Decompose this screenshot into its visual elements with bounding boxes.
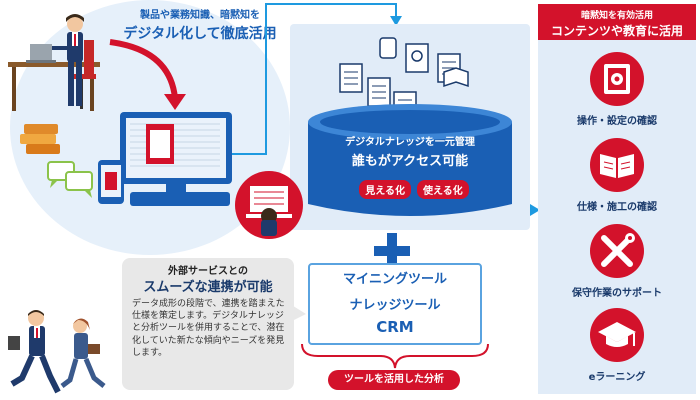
books-icon <box>20 124 60 154</box>
business-people-illustration <box>8 310 106 394</box>
plus-icon <box>374 233 410 269</box>
tools-box <box>308 263 482 345</box>
left-caption: 製品や業務知識、暗黙知を デジタル化して徹底活用 <box>80 6 320 43</box>
external-title-small: 外部サービスとの <box>168 266 248 277</box>
analysis-pill: ツールを活用した分析 <box>328 370 460 390</box>
external-title-large: スムーズな連携が可能 <box>143 280 273 295</box>
left-illustration <box>8 14 232 206</box>
usage-item-3: 保守作業のサポート <box>572 288 662 299</box>
db-pills: 見える化 使える化 <box>334 180 494 199</box>
tool-crm: CRM <box>376 318 414 336</box>
tools-icon <box>590 224 644 278</box>
tool-mining: マイニングツール <box>342 272 447 287</box>
tools-bracket <box>301 344 489 369</box>
curve-arrow <box>109 39 178 99</box>
caption-small: 製品や業務知識、暗黙知を <box>140 10 260 21</box>
graduation-cap-icon <box>590 308 644 362</box>
tool-knowledge: ナレッジツール <box>349 298 441 313</box>
usage-item-1: 操作・設定の確認 <box>577 116 657 127</box>
documents-icon <box>339 37 469 121</box>
visible-pill: 見える化 <box>359 180 411 199</box>
database-text: デジタルナレッジを一元管理 誰もがアクセス可能 <box>300 133 520 169</box>
laptop-icon <box>30 44 52 60</box>
usage-item-4: eラーニング <box>588 372 646 383</box>
open-book-icon <box>590 138 644 192</box>
chat-bubbles-icon <box>47 161 93 198</box>
db-line1: デジタルナレッジを一元管理 <box>345 137 475 148</box>
usage-header-small: 暗黙知を有効活用 <box>580 11 653 21</box>
usage-item-2: 仕様・施工の確認 <box>577 202 657 213</box>
usable-pill: 使える化 <box>417 180 469 199</box>
worker-at-pc-icon <box>235 171 303 239</box>
bubble-tail <box>290 304 306 322</box>
usage-header-large: コンテンツや教育に活用 <box>550 24 683 38</box>
gear-book-icon <box>590 52 644 106</box>
external-body: データ成形の段階で、連携を踏まえた仕様を策定します。デジタルナレッジと分析ツール… <box>132 299 285 358</box>
usage-header: 暗黙知を有効活用 コンテンツや教育に活用 <box>538 4 696 40</box>
caption-large: デジタル化して徹底活用 <box>123 26 277 42</box>
external-services-bubble <box>122 258 294 390</box>
database-illustration <box>308 37 512 216</box>
worker-figure <box>67 16 83 32</box>
db-line2: 誰もがアクセス可能 <box>351 154 469 169</box>
